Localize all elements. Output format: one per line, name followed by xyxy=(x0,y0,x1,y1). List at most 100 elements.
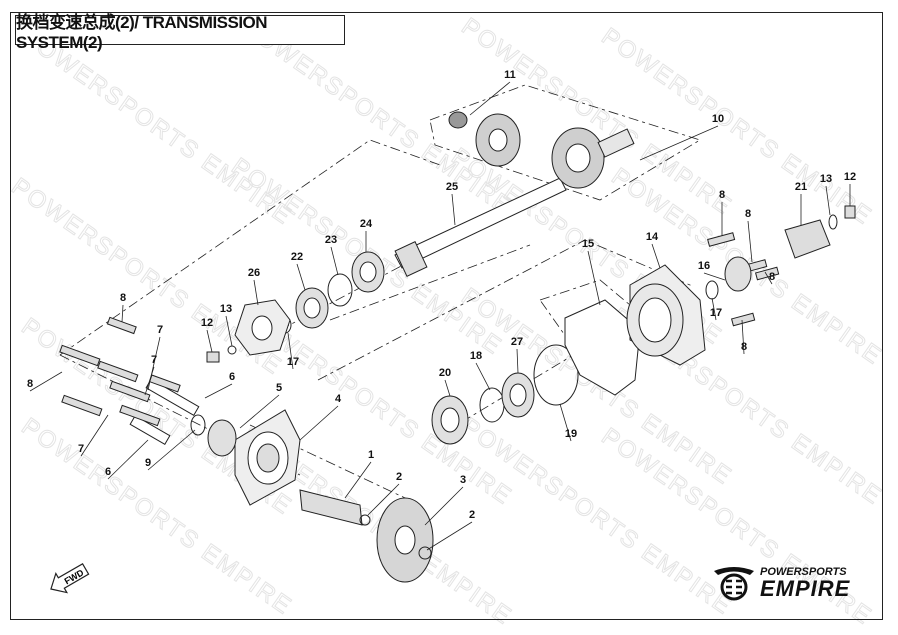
callout-number: 13 xyxy=(820,173,832,185)
bolts xyxy=(59,232,780,427)
callout-leader-line xyxy=(147,429,196,471)
washer-13b xyxy=(828,214,838,230)
callout-leader-line xyxy=(639,125,719,161)
callout-leader-line xyxy=(206,329,213,353)
callout-leader-line xyxy=(516,348,519,374)
callout-number: 2 xyxy=(469,509,475,521)
callout-number: 7 xyxy=(157,324,163,336)
callout-leader-line xyxy=(451,193,456,226)
callout-leader-line xyxy=(703,272,726,281)
shaft-25 xyxy=(394,177,567,269)
callout-leader-line xyxy=(296,263,306,291)
callout-number: 18 xyxy=(470,350,482,362)
callout-number: 19 xyxy=(565,428,577,440)
callout-number: 16 xyxy=(698,260,710,272)
bearing-5 xyxy=(207,419,237,457)
page-title: 换档变速总成(2)/ TRANSMISSION SYSTEM(2) xyxy=(15,13,345,52)
callout-number: 1 xyxy=(368,449,374,461)
callout-leader-line xyxy=(469,81,511,116)
callout-number: 17 xyxy=(287,356,299,368)
callout-number: 23 xyxy=(325,234,337,246)
circlip-2b xyxy=(418,546,432,560)
callout-leader-line xyxy=(225,315,233,347)
callout-leader-line xyxy=(651,243,661,269)
callout-number: 14 xyxy=(646,231,659,243)
nut-11 xyxy=(448,111,468,129)
callout-number: 27 xyxy=(511,336,523,348)
callout-number: 6 xyxy=(105,466,111,478)
callout-number: 10 xyxy=(712,113,724,125)
callout-number: 8 xyxy=(741,341,747,353)
callout-number: 12 xyxy=(201,317,213,329)
callout-leader-line xyxy=(107,439,149,480)
logo-line2: EMPIRE xyxy=(760,575,851,601)
callout-number: 6 xyxy=(229,371,235,383)
circlip-2 xyxy=(359,514,371,526)
shaft-1 xyxy=(299,489,363,526)
callout-leader-line xyxy=(764,271,773,285)
callout-number: 11 xyxy=(504,69,516,81)
callout-leader-line xyxy=(299,405,339,441)
callout-number: 8 xyxy=(27,378,33,390)
callout-number: 8 xyxy=(745,208,751,220)
bearing-16 xyxy=(724,256,752,292)
callout-number: 9 xyxy=(145,457,151,469)
callout-number: 7 xyxy=(151,354,157,366)
bracket-6b xyxy=(129,414,171,446)
callout-leader-line xyxy=(253,279,259,306)
callout-number: 20 xyxy=(439,367,451,379)
callout-number: 17 xyxy=(710,307,722,319)
callout-leader-line xyxy=(330,246,339,276)
bolt-12 xyxy=(206,351,220,363)
callout-leader-line xyxy=(344,461,372,499)
callout-number: 2 xyxy=(396,471,402,483)
callout-number: 15 xyxy=(582,238,594,250)
needle-bearing-21 xyxy=(784,219,831,259)
callout-number: 7 xyxy=(78,443,84,455)
callout-leader-line xyxy=(475,362,491,391)
callout-number: 26 xyxy=(248,267,260,279)
callout-number: 21 xyxy=(795,181,807,193)
callout-number: 13 xyxy=(220,303,232,315)
callout-leader-line xyxy=(287,332,294,370)
callout-leader-line xyxy=(80,414,109,457)
empire-emblem-icon xyxy=(714,567,754,601)
callout-leader-line xyxy=(741,319,745,355)
callout-leader-line xyxy=(144,366,155,396)
callout-number: 8 xyxy=(120,292,126,304)
callout-number: 8 xyxy=(719,189,725,201)
callout-leader-line xyxy=(239,394,280,429)
oring-19 xyxy=(533,344,579,406)
spline xyxy=(394,240,428,278)
callout-leader-line xyxy=(29,371,63,392)
callout-number: 4 xyxy=(335,393,342,405)
parts xyxy=(59,111,856,583)
callout-number: 12 xyxy=(844,171,856,183)
arrow-icon xyxy=(50,562,90,594)
callout-leader-line xyxy=(121,304,124,323)
callout-leader-line xyxy=(426,521,473,551)
callout-leader-line xyxy=(711,297,717,321)
callout-leader-line xyxy=(587,250,601,306)
callout-number: 5 xyxy=(276,382,282,394)
brand-logo: POWERSPORTS EMPIRE xyxy=(712,563,882,603)
diagram-frame xyxy=(10,12,883,620)
callout-leader-line xyxy=(147,336,161,391)
callout-leader-line xyxy=(444,379,451,397)
callout-leader-line xyxy=(825,185,831,216)
callout-number: 3 xyxy=(460,474,466,486)
seal-23 xyxy=(327,273,353,307)
callout-leader-line xyxy=(204,383,233,399)
logo-line1: POWERSPORTS xyxy=(760,565,847,578)
callout-number: 8 xyxy=(769,271,775,283)
callout-number: 24 xyxy=(360,218,373,230)
seal-9 xyxy=(190,414,206,436)
callout-number: 25 xyxy=(446,181,458,193)
callout-leader-line xyxy=(559,403,572,442)
callout-leader-line xyxy=(367,483,400,516)
callout-leader-line xyxy=(747,220,753,263)
callout-number: 22 xyxy=(291,251,303,263)
